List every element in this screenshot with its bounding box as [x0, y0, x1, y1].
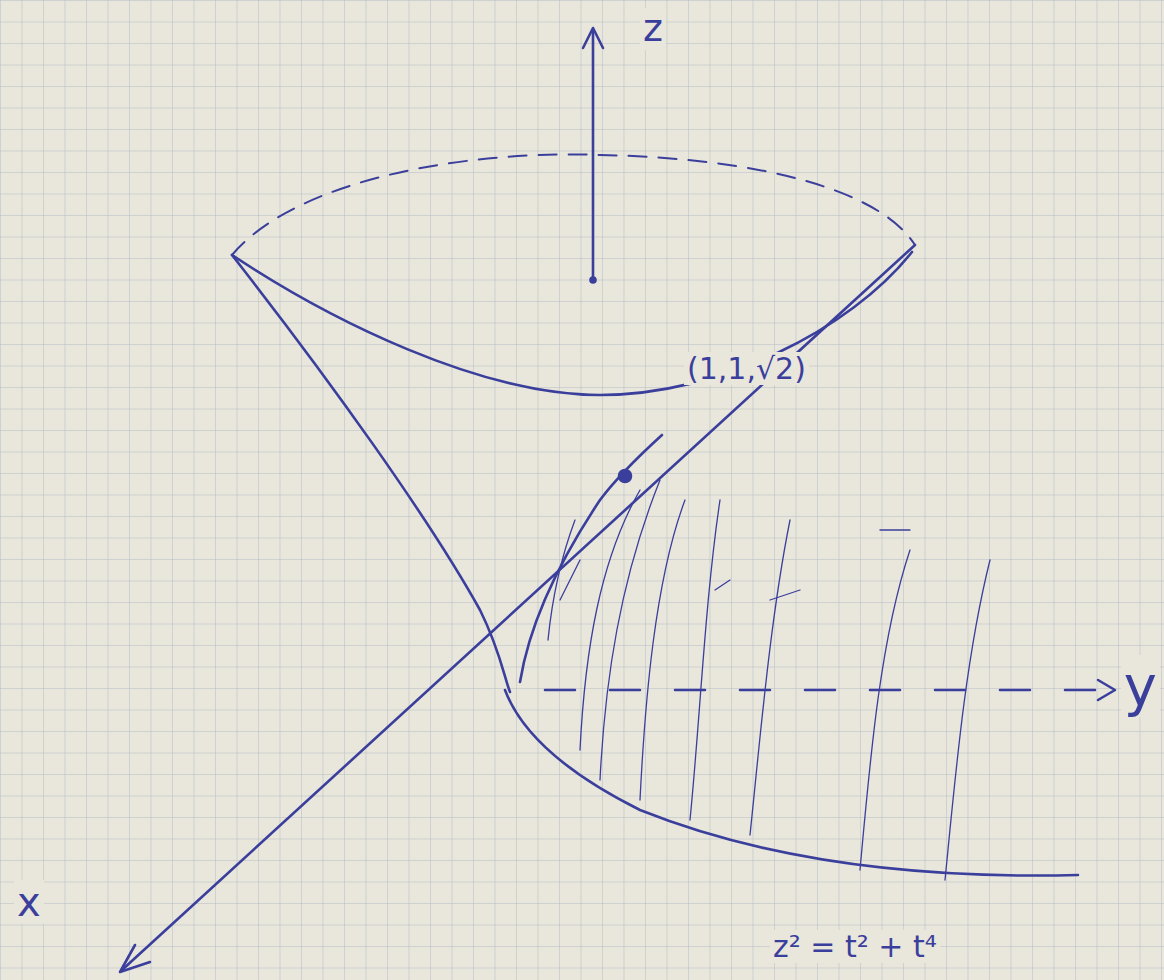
point-label: (1,1,√2) [684, 352, 809, 385]
axis-label: y [1121, 655, 1160, 717]
equation-label: z² = t² + t⁴ [770, 930, 940, 963]
axis-label: x [14, 880, 44, 924]
axis-label: z [640, 8, 666, 50]
